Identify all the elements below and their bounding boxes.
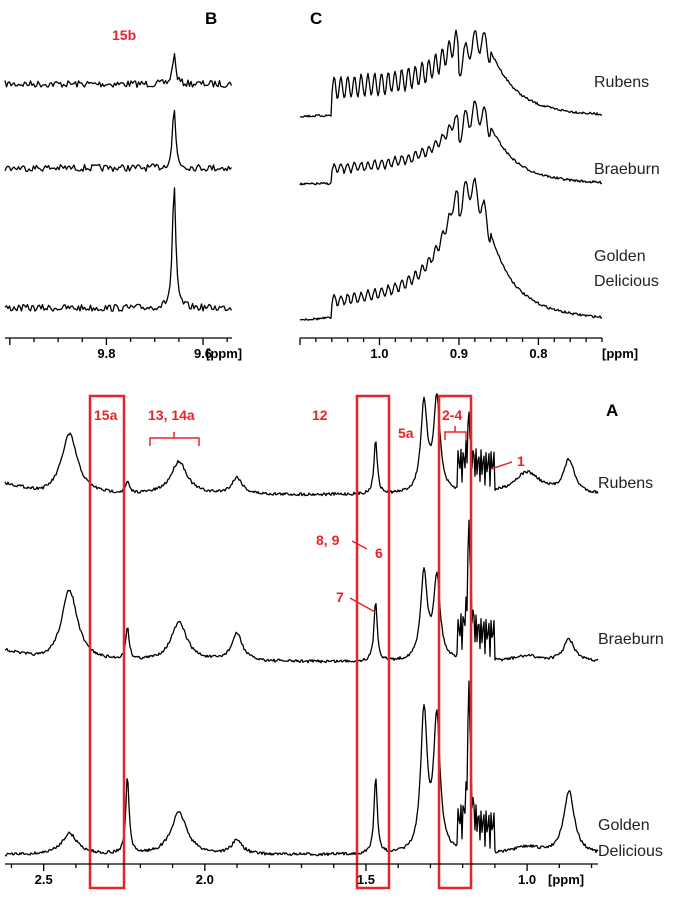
- panel-c-label-golden: Golden: [594, 248, 646, 265]
- peak-label-6: 6: [375, 545, 383, 561]
- peak-label-8-9: 8, 9: [316, 532, 340, 548]
- peak-label-7: 7: [336, 589, 344, 605]
- panel-c-spectrum-golden-delicious: [299, 177, 603, 321]
- panel-c-ticks: [299, 338, 603, 345]
- panel-b-spectrum-golden-delicious: [4, 187, 233, 312]
- panel-a-spectrum-golden-delicious: [4, 680, 599, 857]
- panel-c-label-braeburn: Braeburn: [594, 161, 660, 178]
- peak-label-15b: 15b: [112, 27, 136, 43]
- panel-a-ticks: [10, 864, 593, 871]
- highlight-box-6-7-8-9: [355, 394, 391, 890]
- panel-c-tick-label-0.9: 0.9: [450, 346, 468, 361]
- panel-c-label-rubens: Rubens: [594, 74, 649, 91]
- panel-b-letter: B: [205, 9, 217, 28]
- pointer-1: [490, 461, 513, 470]
- panel-c-tick-label-0.8: 0.8: [529, 346, 547, 361]
- panel-a-letter: A: [606, 401, 618, 420]
- panel-b-unit-label: [ppm]: [206, 346, 242, 361]
- panel-c-tick-label-1.0: 1.0: [370, 346, 388, 361]
- panel-b-tick-label-9.8: 9.8: [97, 346, 115, 361]
- pointer-8-9: [351, 540, 368, 550]
- peak-label-15a: 15a: [94, 407, 118, 423]
- panel-b: B 15b 9.8 9.6 [ppm]: [4, 9, 242, 361]
- panel-c-spectrum-braeburn: [299, 100, 603, 186]
- panel-a-tick-label-1.0: 1.0: [518, 872, 536, 887]
- panel-c-label-delicious: Delicious: [594, 273, 659, 290]
- panel-a-tick-label-2.5: 2.5: [35, 872, 53, 887]
- peak-label-13-14a: 13, 14a: [148, 407, 195, 423]
- bracket-2-4: [444, 426, 467, 440]
- panel-a-label-golden: Golden: [598, 817, 650, 834]
- panel-c-letter: C: [310, 9, 322, 28]
- panel-b-ticks: [9, 338, 228, 345]
- panel-a: A 15a 13, 14a 12 5a 2-4 1 8, 9 6 7 Ruben…: [4, 393, 664, 890]
- peak-label-12: 12: [312, 407, 328, 423]
- peak-label-5a: 5a: [398, 425, 414, 441]
- panel-a-tick-label-1.5: 1.5: [357, 872, 375, 887]
- panel-a-label-braeburn: Braeburn: [598, 631, 664, 648]
- panel-a-tick-label-2.0: 2.0: [196, 872, 214, 887]
- panel-a-label-rubens: Rubens: [598, 475, 653, 492]
- panel-b-spectrum-braeburn: [4, 109, 232, 173]
- panel-b-tick-label-9.6: 9.6: [194, 346, 212, 361]
- panel-c-spectrum-rubens: [300, 29, 603, 118]
- panel-b-spectrum-rubens: [4, 53, 233, 89]
- bracket-13-14a: [149, 432, 200, 446]
- panel-c: C Rubens Braeburn Golden Delicious 1.0 0…: [299, 9, 660, 361]
- panel-c-unit-label: [ppm]: [602, 346, 638, 361]
- panel-a-label-delicious: Delicious: [598, 843, 663, 860]
- panel-a-spectrum-rubens: [4, 393, 599, 497]
- highlight-box-15a: [88, 394, 126, 890]
- panel-a-spectrum-braeburn: [4, 519, 599, 664]
- peak-label-2-4: 2-4: [442, 407, 462, 423]
- peak-label-1: 1: [517, 453, 525, 469]
- panel-a-unit-label: [ppm]: [548, 872, 584, 887]
- highlight-box-2-4: [437, 394, 473, 890]
- pointer-7: [349, 597, 376, 613]
